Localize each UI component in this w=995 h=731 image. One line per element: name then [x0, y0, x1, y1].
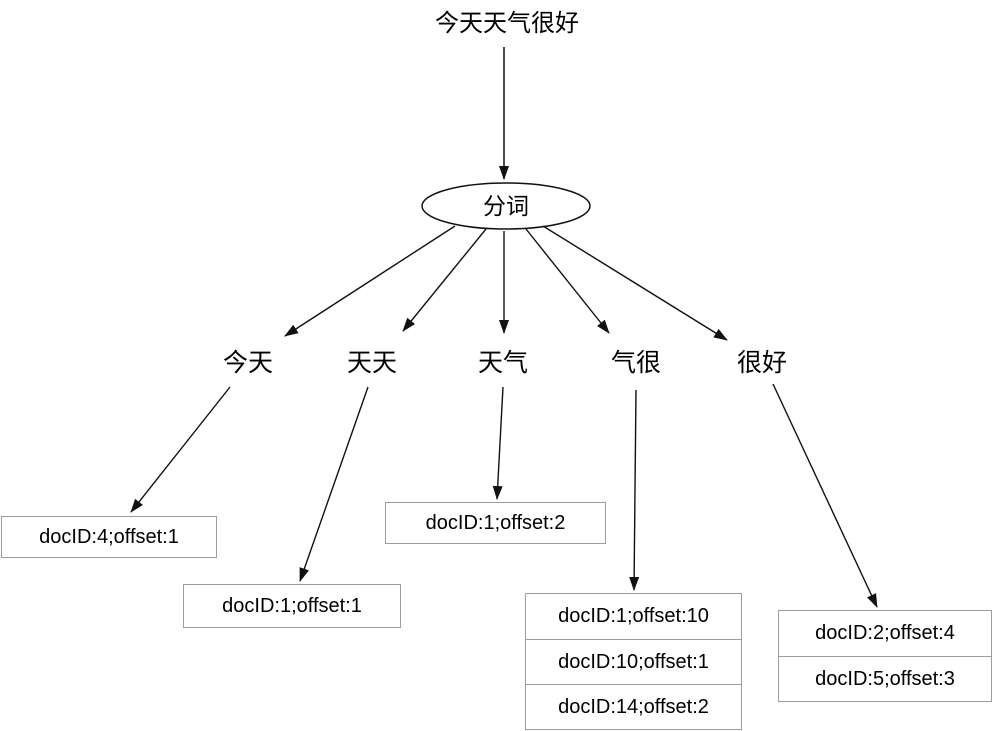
- token-4-label: 很好: [736, 349, 787, 377]
- edge-token-4-to-postings: [772, 383, 878, 608]
- posting-box-token-2: docID:1;offset:2: [385, 502, 606, 544]
- posting-row: docID:5;offset:3: [779, 656, 991, 701]
- posting-row: docID:14;offset:2: [526, 684, 741, 729]
- edge-segmenter-to-token-4: [542, 225, 728, 341]
- edge-token-2-to-postings: [492, 386, 504, 500]
- posting-row: docID:1;offset:10: [558, 605, 709, 627]
- edge-segmenter-to-token-3: [525, 228, 610, 334]
- token-0-label: 今天: [222, 349, 273, 377]
- posting-box-token-1: docID:1;offset:1: [183, 584, 401, 628]
- posting-list-token-3: docID:1;offset:10 docID:10;offset:1 docI…: [525, 593, 742, 730]
- edge-segmenter-to-token-1: [402, 228, 487, 332]
- edge-token-3-to-postings: [629, 389, 640, 591]
- posting-row: docID:2;offset:4: [815, 622, 955, 644]
- edge-segmenter-to-token-0: [284, 225, 456, 337]
- token-1-label: 天天: [346, 349, 397, 377]
- source-text: 今天天气很好: [435, 10, 579, 37]
- segmenter-node-shape: [421, 182, 591, 230]
- posting-row: docID:10;offset:1: [526, 639, 741, 684]
- posting-box-token-0: docID:4;offset:1: [1, 516, 217, 558]
- edge-token-1-to-postings: [299, 386, 369, 582]
- token-3-label: 气很: [610, 349, 661, 377]
- segmenter-label: 分词: [483, 193, 529, 219]
- posting-list-token-4: docID:2;offset:4 docID:5;offset:3: [778, 610, 992, 702]
- token-2-label: 天气: [477, 349, 528, 377]
- edge-token-0-to-postings: [130, 386, 231, 513]
